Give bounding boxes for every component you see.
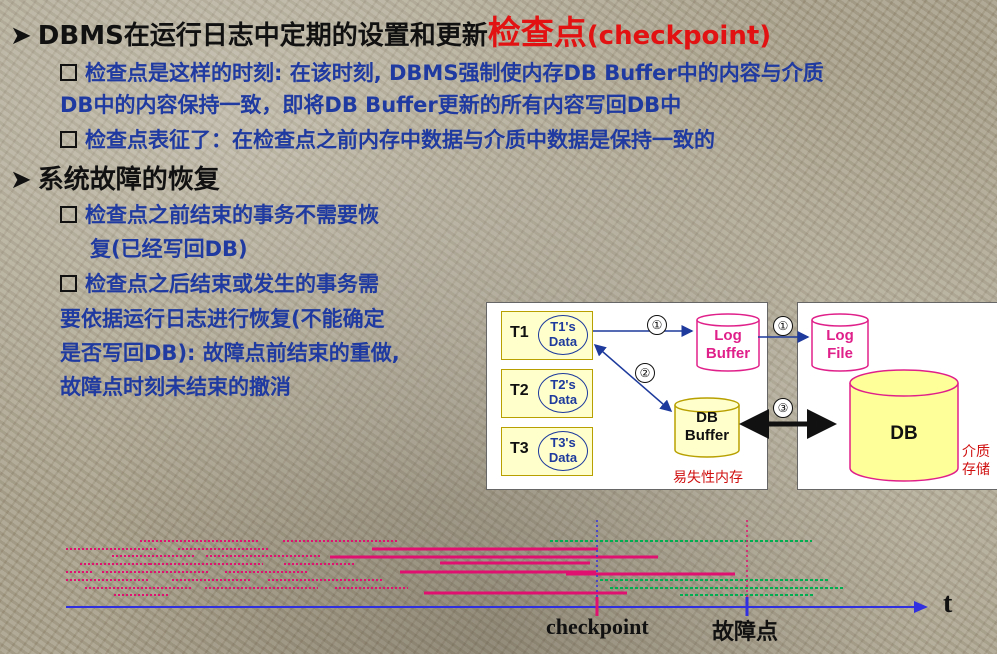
db-buffer-word-1: DB <box>696 409 718 426</box>
step-1-marker: ① <box>647 315 667 335</box>
recovery-1-line-2: 复(已经写回DB) <box>90 237 248 261</box>
storage-caption-line-2: 存储 <box>962 462 990 478</box>
volatile-memory-caption: 易失性内存 <box>673 470 743 486</box>
square-bullet-icon <box>60 205 77 223</box>
db-cylinder <box>849 369 959 482</box>
log-buffer-label: Log Buffer <box>697 327 759 363</box>
db-buffer-cylinder <box>674 397 740 458</box>
log-buffer-word-2: Buffer <box>705 345 751 362</box>
recovery-2-line-1: 检查点之后结束或发生的事务需 <box>60 268 379 298</box>
failure-point-label: 故障点 <box>712 619 779 644</box>
t3-data-owner: T3's <box>550 435 576 450</box>
recovery-2-line-2: 要依据运行日志进行恢复(不能确定 <box>60 307 385 331</box>
checkpoint-english: (checkpoint) <box>586 21 772 51</box>
system-failure-heading: ➤系统故障的恢复 <box>10 159 220 196</box>
log-buffer-cylinder <box>696 313 760 372</box>
redo-transactions <box>330 547 735 595</box>
step-2-marker: ② <box>635 363 655 383</box>
point-2: 检查点表征了：在检查点之前内存中数据与介质中数据是保持一致的 <box>60 124 715 154</box>
checkpoint-label: checkpoint <box>546 614 649 639</box>
early-transactions <box>66 540 408 596</box>
db-buffer-word-2: Buffer <box>684 427 730 444</box>
recovery-2-text-a: 检查点之后结束或发生的事务需 <box>85 272 379 296</box>
storage-caption: 介质 存储 <box>962 443 990 479</box>
arrow-to-db-buffer <box>593 344 673 412</box>
time-axis-arrow-icon <box>914 601 928 613</box>
main-heading: ➤DBMS在运行日志中定期的设置和更新检查点(checkpoint) <box>10 6 771 54</box>
log-file-word-1: Log <box>826 327 854 344</box>
storage-panel: Log File DB 介质 存储 <box>797 302 997 490</box>
t3-data-word: Data <box>548 450 578 465</box>
t2-data-owner: T2's <box>550 377 576 392</box>
recovery-1-text-a: 检查点之前结束的事务不需要恢 <box>85 203 379 227</box>
arrow-bullet-icon: ➤ <box>10 165 32 195</box>
square-bullet-icon <box>60 130 77 148</box>
log-file-cylinder <box>811 313 869 372</box>
time-axis-label: t <box>943 588 953 619</box>
db-buffer-label: DB Buffer <box>673 409 741 445</box>
recovery-2-line-4: 故障点时刻未结束的撤消 <box>60 375 291 399</box>
log-buffer-word-1: Log <box>714 327 742 344</box>
point-1-line-2: DB中的内容保持一致，即将DB Buffer更新的所有内容写回DB中 <box>60 93 682 117</box>
recovery-2-line-3: 是否写回DB): 故障点前结束的重做, <box>60 341 400 365</box>
db-label: DB <box>890 423 918 444</box>
arrow-bullet-icon: ➤ <box>10 21 32 51</box>
square-bullet-icon <box>60 63 77 81</box>
storage-caption-line-1: 介质 <box>962 444 990 460</box>
point-2-text: 检查点表征了：在检查点之前内存中数据与介质中数据是保持一致的 <box>85 128 715 152</box>
t2-label: T2 <box>510 382 529 399</box>
step-3-marker: ③ <box>773 398 793 418</box>
square-bullet-icon <box>60 274 77 292</box>
log-file-word-2: File <box>827 345 853 362</box>
t3-label: T3 <box>510 440 529 457</box>
step-1b-marker: ① <box>773 316 793 336</box>
t1-label: T1 <box>510 324 529 341</box>
t1-data-word: Data <box>548 334 578 349</box>
t2-data-word: Data <box>548 392 578 407</box>
memory-diagram-arrows <box>593 313 760 458</box>
recovery-1-line-1: 检查点之前结束的事务不需要恢 <box>60 199 379 229</box>
point-1-text-a: 检查点是这样的时刻: 在该时刻, DBMS强制使内存DB Buffer中的内容与… <box>85 61 824 85</box>
point-1-line-1: 检查点是这样的时刻: 在该时刻, DBMS强制使内存DB Buffer中的内容与… <box>60 57 824 87</box>
heading-prefix: DBMS在运行日志中定期的设置和更新 <box>37 21 488 51</box>
checkpoint-emphasis: 检查点 <box>487 13 587 52</box>
system-failure-title: 系统故障的恢复 <box>37 165 220 195</box>
t1-data-owner: T1's <box>550 319 576 334</box>
log-file-label: Log File <box>812 327 868 363</box>
storage-diagram <box>811 313 959 482</box>
